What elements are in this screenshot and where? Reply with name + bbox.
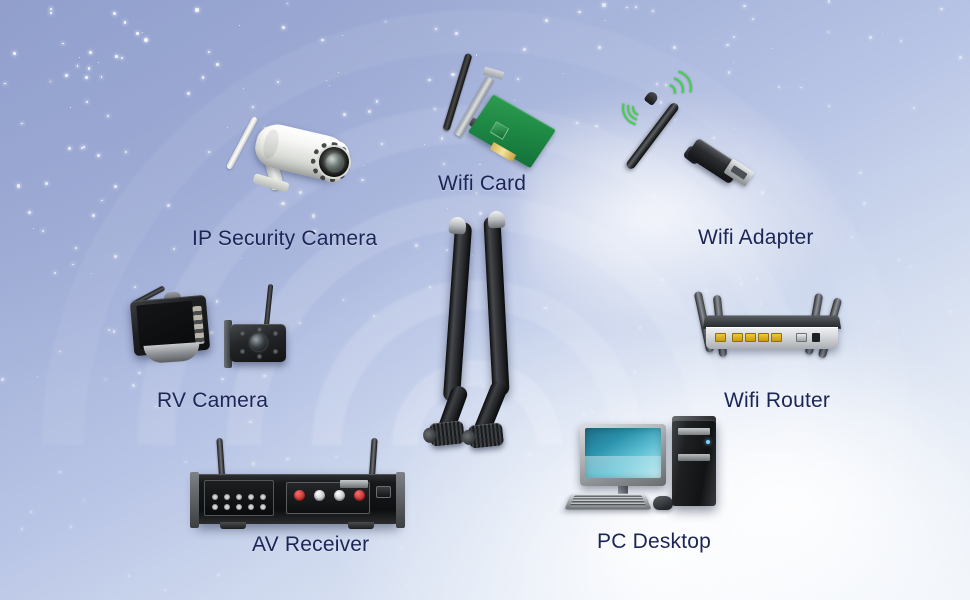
- rv-camera-ir-led: [257, 327, 262, 332]
- tower-optical-bay: [678, 428, 710, 435]
- receiver-rca-jack: [212, 504, 218, 510]
- label-wifi-adapter: Wifi Adapter: [698, 226, 814, 249]
- antenna-rod-left: [442, 221, 473, 403]
- receiver-rca-jack: [224, 504, 230, 510]
- sma-connector-left: [428, 420, 466, 447]
- rv-camera-mount: [224, 320, 232, 368]
- rv-camera-ir-led: [273, 349, 278, 354]
- label-pc-desktop: PC Desktop: [597, 530, 712, 553]
- device-pc-desktop[interactable]: [560, 412, 730, 522]
- receiver-rca-jack: [224, 494, 230, 500]
- receiver-side-right: [396, 472, 405, 528]
- label-ip-security-camera: IP Security Camera: [192, 227, 378, 250]
- receiver-binding-post-red: [354, 490, 365, 501]
- receiver-rca-jack: [212, 494, 218, 500]
- receiver-hdmi-row: [340, 480, 368, 488]
- label-wifi-router: Wifi Router: [724, 389, 831, 412]
- receiver-rca-jack: [260, 504, 266, 510]
- antenna-tip-right: [487, 210, 506, 229]
- receiver-side-left: [190, 472, 199, 528]
- receiver-rca-jack: [248, 504, 254, 510]
- device-ip-security-camera[interactable]: [225, 115, 360, 218]
- nebula-glow-top: [520, 90, 850, 320]
- router-lan-port-5: [771, 333, 782, 342]
- router-lan-port-1: [715, 333, 726, 342]
- label-av-receiver: AV Receiver: [252, 533, 370, 556]
- rv-camera-lens: [250, 334, 267, 351]
- rv-camera-ir-led: [257, 354, 262, 359]
- device-wifi-card[interactable]: [442, 48, 558, 173]
- router-power-jack: [812, 333, 820, 342]
- receiver-rca-jack: [236, 504, 242, 510]
- camera-antenna-icon: [225, 115, 259, 171]
- router-lan-port-2: [732, 333, 743, 342]
- product-wifi-antenna-pair[interactable]: [425, 210, 555, 455]
- device-wifi-adapter[interactable]: [615, 63, 755, 198]
- receiver-binding-post-white: [314, 490, 325, 501]
- receiver-foot: [220, 522, 246, 529]
- receiver-foot: [348, 522, 374, 529]
- device-wifi-router[interactable]: [690, 285, 855, 380]
- device-rv-camera[interactable]: [118, 276, 298, 381]
- monitor-screen: [585, 428, 661, 478]
- antenna-rod-right: [483, 215, 510, 397]
- keyboard-icon: [564, 493, 652, 510]
- router-wan-port: [796, 333, 807, 342]
- rv-camera-ir-led: [240, 331, 245, 336]
- rv-camera-ir-led: [273, 331, 278, 336]
- receiver-power-inlet: [376, 486, 391, 498]
- rv-camera-antenna-icon: [263, 283, 274, 329]
- tower-power-led: [706, 440, 710, 444]
- camera-lens: [326, 154, 343, 171]
- receiver-rca-jack: [236, 494, 242, 500]
- tower-front-bay: [678, 454, 710, 461]
- label-wifi-card: Wifi Card: [438, 172, 527, 195]
- receiver-rca-jack: [260, 494, 266, 500]
- router-lan-port-4: [758, 333, 769, 342]
- rv-monitor-stand: [143, 342, 201, 364]
- sma-connector-right: [467, 422, 505, 449]
- receiver-binding-post-white: [334, 490, 345, 501]
- mouse-icon: [653, 496, 673, 510]
- device-av-receiver[interactable]: [190, 436, 405, 534]
- rv-camera-ir-led: [240, 349, 245, 354]
- monitor-stand-neck: [618, 482, 628, 500]
- antenna-tip-left: [448, 216, 467, 235]
- receiver-rca-jack: [248, 494, 254, 500]
- router-lan-port-3: [745, 333, 756, 342]
- label-rv-camera: RV Camera: [157, 389, 269, 412]
- receiver-binding-post-red: [294, 490, 305, 501]
